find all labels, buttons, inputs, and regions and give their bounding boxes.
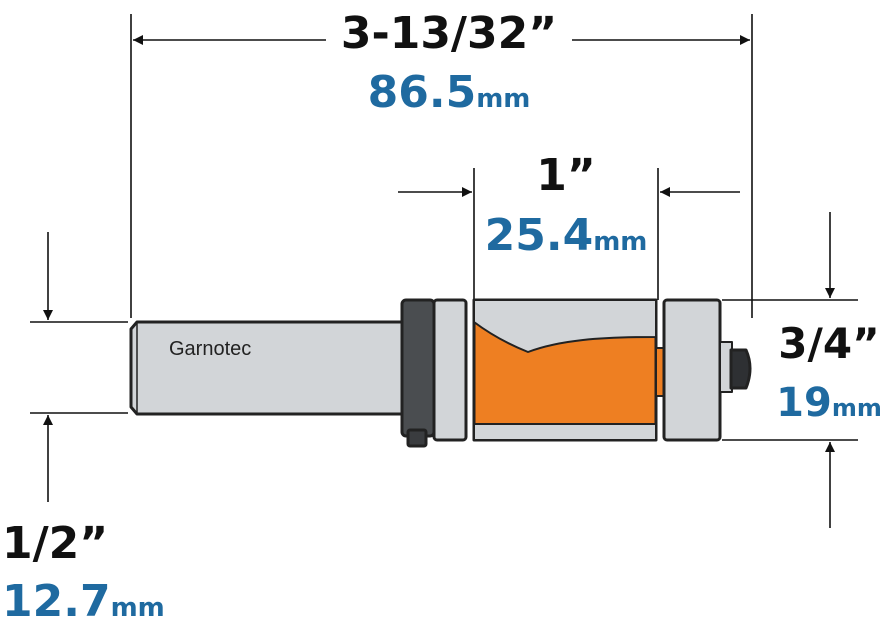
cut-length-metric: 25.4mm: [485, 210, 648, 261]
extension-lines: [30, 14, 858, 441]
overall-length-metric-unit: mm: [476, 84, 530, 114]
dimension-lines: [43, 35, 835, 528]
cut-length-metric-value: 25.4: [485, 210, 594, 261]
cut-length-metric-unit: mm: [593, 227, 647, 257]
diameter-metric: 19mm: [776, 380, 882, 426]
lower-bearing: [662, 298, 722, 442]
overall-length-metric: 86.5mm: [368, 67, 531, 118]
collar-screw: [406, 428, 428, 448]
overall-length-metric-value: 86.5: [368, 67, 477, 118]
diameter-metric-value: 19: [776, 380, 832, 426]
diameter-imperial: 3/4”: [778, 319, 879, 368]
overall-length-imperial: 3-13/32”: [341, 8, 557, 59]
shank: [129, 320, 406, 416]
diameter-metric-unit: mm: [832, 394, 882, 422]
router-bit: [129, 298, 752, 448]
shank-metric: 12.7mm: [2, 576, 165, 624]
brand-label: Garnotec: [169, 338, 251, 360]
cut-length-imperial: 1”: [536, 150, 596, 201]
screw-head: [729, 348, 752, 390]
shank-metric-unit: mm: [111, 593, 165, 623]
dark-collar: [400, 298, 436, 438]
cutter-flute-top: [473, 299, 657, 353]
cutter-flute-bottom: [473, 423, 657, 441]
upper-bearing: [432, 298, 468, 442]
shank-imperial: 1/2”: [2, 518, 108, 569]
shank-metric-value: 12.7: [2, 576, 111, 624]
